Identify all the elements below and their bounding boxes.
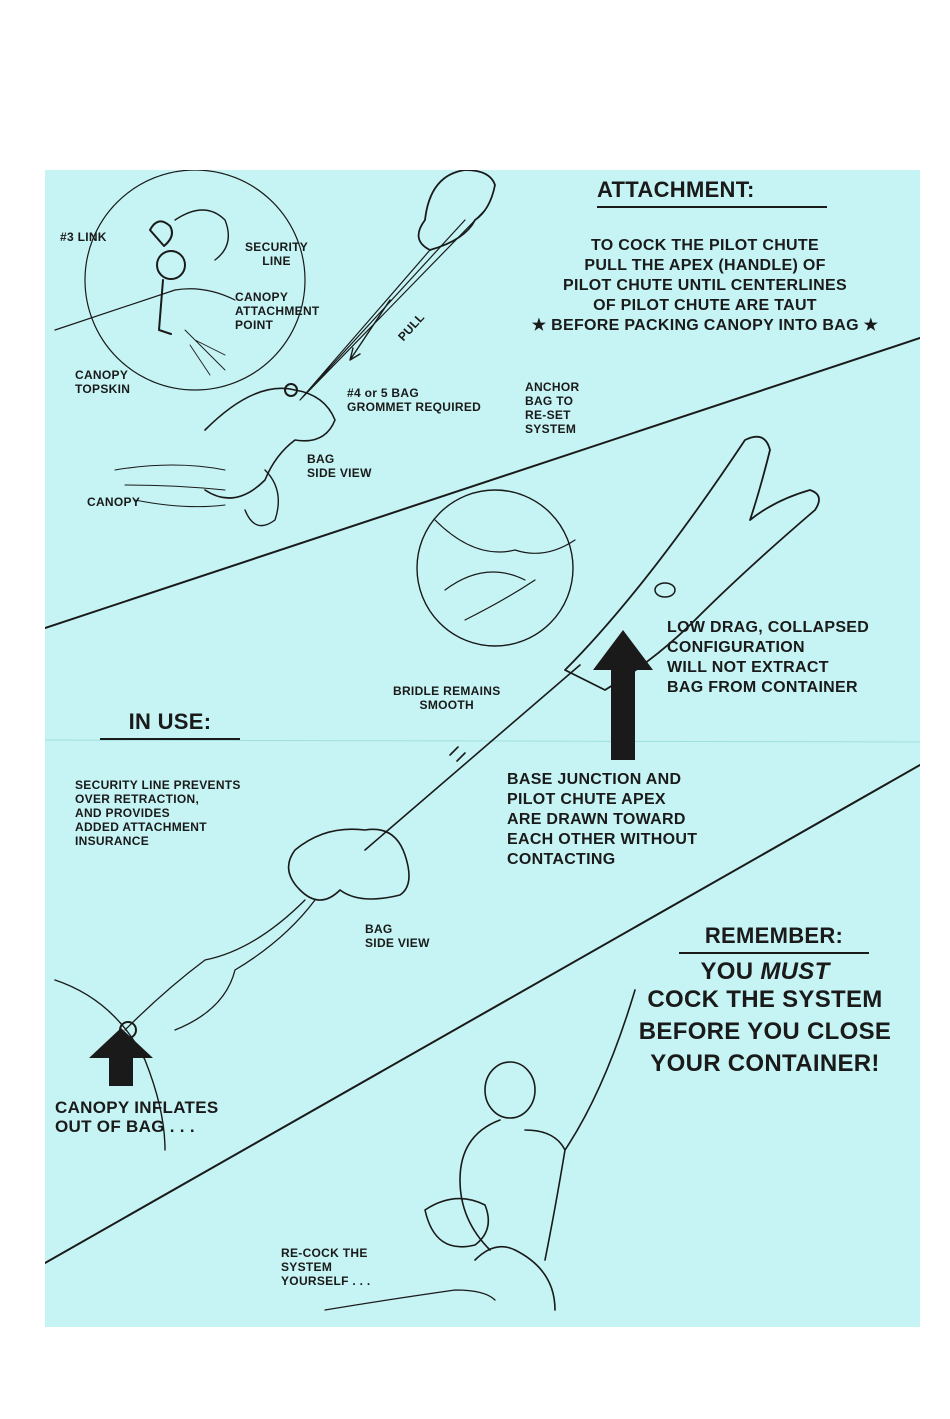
attachment-instructions: TO COCK THE PILOT CHUTE PULL THE APEX (H…	[531, 237, 879, 334]
attachment-heading: ATTACHMENT:	[597, 178, 827, 208]
label-bridle: BRIDLE REMAINS SMOOTH	[393, 684, 501, 712]
in-use-heading: IN USE:	[100, 710, 240, 740]
divider-line-2	[45, 764, 920, 1264]
remember-line-1: YOU MUST	[615, 956, 915, 988]
person-figure	[424, 989, 636, 1311]
divider-line-1	[45, 337, 920, 629]
illustration-layer	[45, 170, 920, 1311]
collapsed-pilot-chute	[564, 435, 820, 691]
deployment-bag	[287, 828, 410, 901]
remember-heading: REMEMBER:	[679, 924, 869, 954]
label-canopy-topskin: CANOPY TOPSKIN	[75, 368, 131, 396]
instruction-sheet: ATTACHMENT: TO COCK THE PILOT CHUTE PULL…	[45, 170, 920, 1327]
detail-circle-2	[416, 489, 574, 647]
label-canopy-inflates: CANOPY INFLATES OUT OF BAG . . .	[55, 1098, 219, 1136]
detail-circle	[84, 170, 306, 391]
remember-line-3: BEFORE YOU CLOSE	[638, 1018, 892, 1045]
label-link: #3 LINK	[60, 230, 107, 244]
label-anchor: ANCHOR BAG TO RE-SET SYSTEM	[525, 380, 580, 436]
canopy-arrow	[89, 1028, 153, 1086]
label-low-drag: LOW DRAG, COLLAPSED CONFIGURATION WILL N…	[667, 619, 870, 696]
label-recock: RE-COCK THE SYSTEM YOURSELF . . .	[281, 1246, 371, 1288]
label-bag-side-view-1: BAG SIDE VIEW	[307, 452, 372, 480]
label-canopy-attachment: CANOPY ATTACHMENT POINT	[235, 290, 320, 332]
label-security-line: SECURITY LINE	[245, 240, 309, 268]
pilot-chute-top	[417, 170, 496, 251]
fold-line	[45, 739, 920, 743]
label-grommet: #4 or 5 BAG GROMMET REQUIRED	[347, 386, 482, 414]
remember-line-1-prefix: YOU	[700, 958, 761, 985]
label-bag-side-view-2: BAG SIDE VIEW	[365, 922, 430, 950]
label-base-junction: BASE JUNCTION AND PILOT CHUTE APEX ARE D…	[507, 771, 698, 868]
remember-line-2: COCK THE SYSTEM	[647, 986, 883, 1013]
remember-line-4: YOUR CONTAINER!	[650, 1050, 880, 1077]
label-security-line-note: SECURITY LINE PREVENTS OVER RETRACTION, …	[75, 778, 241, 848]
bridle-line	[364, 664, 581, 851]
remember-must: MUST	[760, 958, 830, 985]
up-arrow	[593, 630, 653, 760]
label-canopy: CANOPY	[87, 495, 141, 509]
